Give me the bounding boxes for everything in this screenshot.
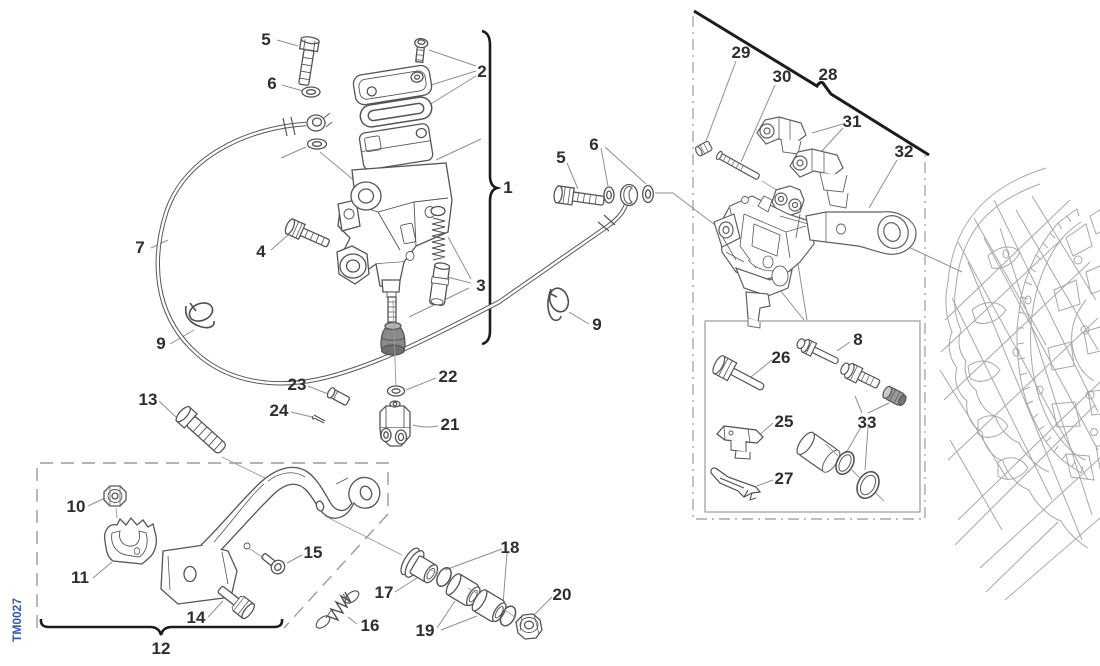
svg-text:19: 19 [416, 621, 435, 640]
svg-text:8: 8 [853, 330, 862, 349]
svg-text:TM0027: TM0027 [10, 598, 24, 642]
svg-text:24: 24 [270, 401, 289, 420]
svg-text:7: 7 [135, 238, 144, 257]
svg-text:6: 6 [589, 135, 598, 154]
svg-text:26: 26 [772, 348, 791, 367]
svg-text:28: 28 [819, 65, 838, 84]
svg-text:6: 6 [267, 74, 276, 93]
svg-text:20: 20 [553, 585, 572, 604]
svg-text:18: 18 [501, 538, 520, 557]
svg-text:16: 16 [361, 616, 380, 635]
svg-text:3: 3 [476, 276, 485, 295]
svg-text:15: 15 [304, 543, 323, 562]
svg-text:21: 21 [441, 415, 460, 434]
svg-text:11: 11 [71, 568, 89, 587]
svg-text:29: 29 [732, 43, 751, 62]
svg-text:2: 2 [477, 62, 486, 81]
svg-text:12: 12 [152, 639, 171, 658]
svg-text:9: 9 [592, 315, 601, 334]
svg-text:10: 10 [67, 497, 86, 516]
svg-text:5: 5 [556, 148, 565, 167]
svg-text:9: 9 [156, 334, 165, 353]
svg-text:14: 14 [187, 608, 206, 627]
svg-text:30: 30 [773, 67, 792, 86]
svg-text:32: 32 [895, 142, 914, 161]
svg-text:4: 4 [256, 242, 266, 261]
svg-text:1: 1 [503, 178, 512, 197]
svg-text:31: 31 [843, 112, 862, 131]
svg-text:27: 27 [775, 469, 794, 488]
svg-text:33: 33 [858, 413, 877, 432]
svg-text:17: 17 [375, 583, 394, 602]
svg-text:25: 25 [775, 412, 794, 431]
svg-text:5: 5 [261, 30, 270, 49]
svg-text:22: 22 [439, 367, 458, 386]
svg-text:13: 13 [139, 390, 158, 409]
svg-text:23: 23 [288, 375, 307, 394]
